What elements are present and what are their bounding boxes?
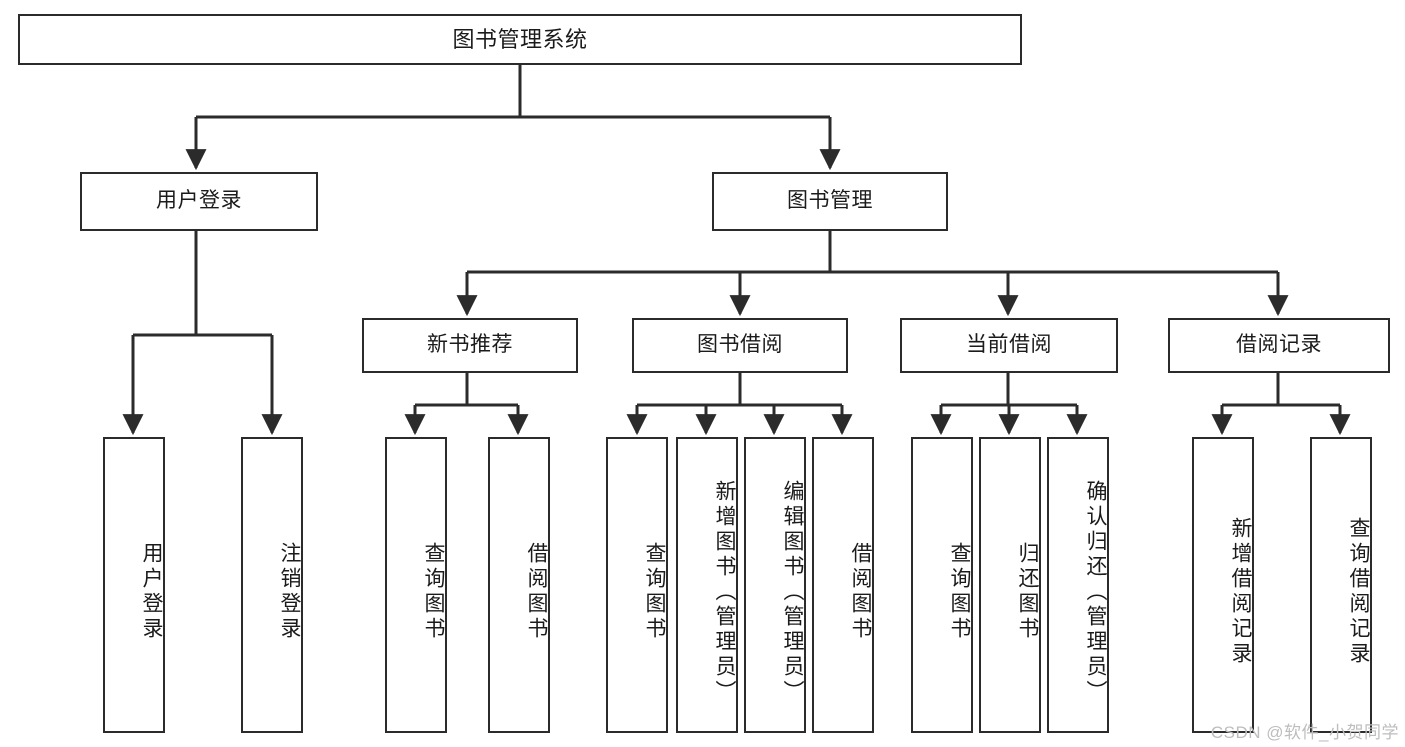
node-user-login-label: 用户登录 [156, 189, 242, 213]
node-leaf-user-login-label: 用户登录 [140, 542, 163, 642]
node-user-login[interactable]: 用户登录 [80, 172, 318, 231]
node-leaf-return-book-label: 归还图书 [1016, 542, 1039, 642]
node-leaf-query-record[interactable]: 查询借阅记录 [1310, 437, 1372, 733]
node-borrow-record[interactable]: 借阅记录 [1168, 318, 1390, 373]
node-root-label: 图书管理系统 [452, 26, 588, 52]
node-borrow-record-label: 借阅记录 [1236, 333, 1322, 357]
node-leaf-borrow-book-2-label: 借阅图书 [849, 542, 872, 642]
node-leaf-edit-book-label: 编辑图书（管理员） [781, 479, 804, 705]
node-current-borrow[interactable]: 当前借阅 [900, 318, 1118, 373]
node-leaf-borrow-book-1[interactable]: 借阅图书 [488, 437, 550, 733]
watermark: CSDN @软件_小贺同学 [1210, 723, 1399, 742]
node-leaf-confirm-return[interactable]: 确认归还（管理员） [1047, 437, 1109, 733]
node-leaf-query-book-2[interactable]: 查询图书 [606, 437, 668, 733]
node-book-management-label: 图书管理 [787, 189, 873, 213]
node-leaf-query-book-1[interactable]: 查询图书 [385, 437, 447, 733]
node-leaf-edit-book[interactable]: 编辑图书（管理员） [744, 437, 806, 733]
node-leaf-query-book-3-label: 查询图书 [948, 542, 971, 642]
node-book-management[interactable]: 图书管理 [712, 172, 948, 231]
node-leaf-user-logout[interactable]: 注销登录 [241, 437, 303, 733]
node-leaf-query-record-label: 查询借阅记录 [1347, 517, 1370, 667]
node-leaf-borrow-book-2[interactable]: 借阅图书 [812, 437, 874, 733]
node-leaf-user-login[interactable]: 用户登录 [103, 437, 165, 733]
node-current-borrow-label: 当前借阅 [966, 333, 1052, 357]
node-leaf-add-book-label: 新增图书（管理员） [713, 479, 736, 705]
node-new-book-recommend-label: 新书推荐 [427, 333, 513, 357]
node-root[interactable]: 图书管理系统 [18, 14, 1022, 65]
node-leaf-add-record-label: 新增借阅记录 [1229, 517, 1252, 667]
node-leaf-add-record[interactable]: 新增借阅记录 [1192, 437, 1254, 733]
node-leaf-confirm-return-label: 确认归还（管理员） [1084, 479, 1107, 705]
node-book-borrow-label: 图书借阅 [697, 333, 783, 357]
node-leaf-query-book-1-label: 查询图书 [422, 542, 445, 642]
node-new-book-recommend[interactable]: 新书推荐 [362, 318, 578, 373]
node-leaf-user-logout-label: 注销登录 [278, 542, 301, 642]
node-book-borrow[interactable]: 图书借阅 [632, 318, 848, 373]
node-leaf-add-book[interactable]: 新增图书（管理员） [676, 437, 738, 733]
node-leaf-return-book[interactable]: 归还图书 [979, 437, 1041, 733]
node-leaf-borrow-book-1-label: 借阅图书 [525, 542, 548, 642]
node-leaf-query-book-2-label: 查询图书 [643, 542, 666, 642]
node-leaf-query-book-3[interactable]: 查询图书 [911, 437, 973, 733]
